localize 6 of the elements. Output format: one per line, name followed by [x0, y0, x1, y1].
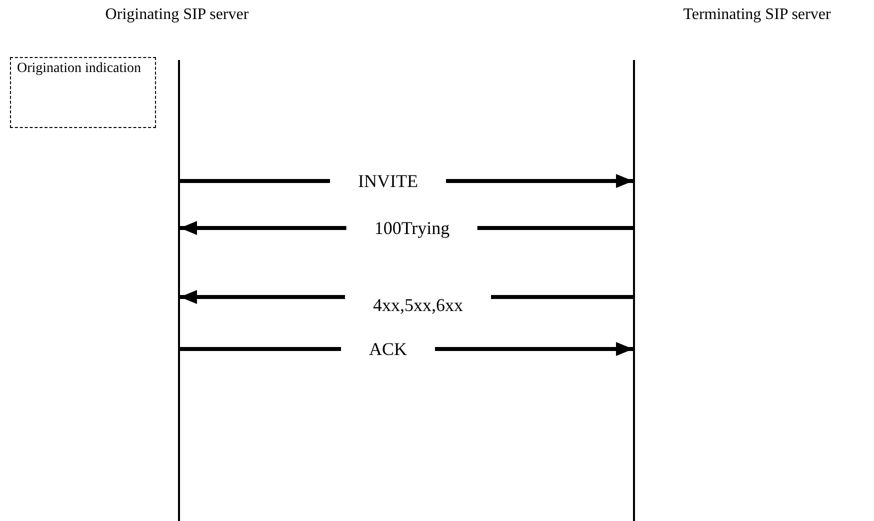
lifeline-header: Originating SIP server	[105, 6, 249, 24]
lifeline	[178, 60, 180, 521]
note-box: Origination indication	[10, 57, 156, 128]
lifeline	[633, 60, 635, 521]
lifeline-header: Terminating SIP server	[683, 6, 831, 24]
edge-label: 4xx,5xx,6xx	[345, 293, 491, 315]
